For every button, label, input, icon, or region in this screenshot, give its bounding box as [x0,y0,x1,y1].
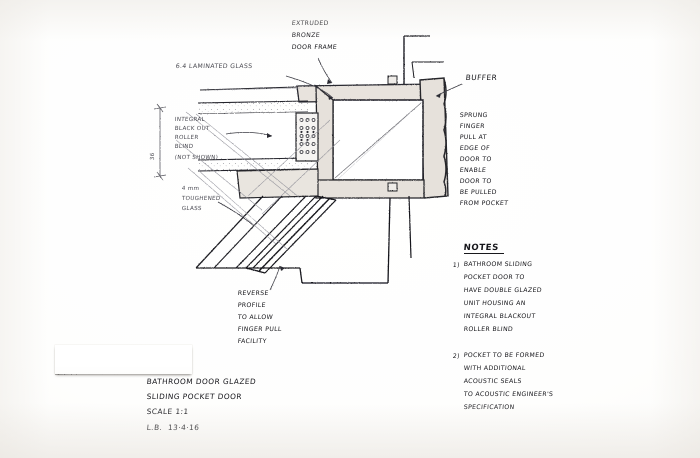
label-blind-line2: BLACK OUT [174,126,210,132]
label-finger-pull-line3: PULL AT [459,134,488,141]
dimension-line [153,103,167,181]
note-2-line-1: POCKET TO BE FORMED [463,352,545,359]
pocket-void [332,99,424,181]
note-2-line-2: WITH ADDITIONAL [463,365,526,372]
notes-heading: NOTES [463,243,500,253]
label-door-frame-line1: EXTRUDED [291,20,329,27]
note-2-marker: 2) [452,353,461,360]
label-door-frame-line2: BRONZE [291,32,321,39]
frame-top-return [403,35,444,84]
note-1-line-5: INTEGRAL BLACKOUT [463,313,536,320]
label-finger-pull-line4: EDGE OF [459,145,491,152]
label-reverse-profile-line4: FINGER PULL [237,326,282,333]
label-reverse-profile-line2: PROFILE [237,302,267,309]
dimension-value: 36 [150,152,156,161]
label-blind-line5: (NOT SHOWN) [174,155,219,161]
note-1-line-3: HAVE DOUBLE GLAZED [463,287,543,294]
label-finger-pull-line6: ENABLE [459,167,487,174]
sill-block [236,168,319,199]
note-1-line-1: BATHROOM SLIDING [463,261,533,268]
label-buffer: BUFFER [465,73,498,82]
label-toughened-line3: GLASS [181,206,203,212]
note-1-line-4: UNIT HOUSING AN [463,300,527,307]
drawing-linework [54,35,463,375]
label-reverse-profile-line5: FACILITY [237,338,267,345]
title-line-1: BATHROOM DOOR GLAZED [146,377,257,386]
note-2-line-3: ACOUSTIC SEALS [463,378,523,385]
label-reverse-profile-line3: TO ALLOW [237,314,274,321]
label-laminated-glass: 6.4 LAMINATED GLASS [175,63,253,70]
note-1-line-6: ROLLER BLIND [463,326,514,333]
title-line-3-scale: SCALE 1:1 [146,407,190,416]
label-blind-line3: ROLLER [174,135,199,141]
label-toughened-line1: 4 mm [181,186,200,192]
note-1-marker: 1) [452,262,461,269]
label-finger-pull-line9: FROM POCKET [459,200,509,207]
sliding-leaf-perspective [245,195,337,274]
notes-heading-underline [464,253,504,255]
label-blind-line4: BLIND [174,144,194,150]
label-toughened-line2: TOUGHENED [181,196,221,202]
label-finger-pull-line7: DOOR TO [459,178,492,185]
paper-strip-overlay [55,345,192,374]
label-finger-pull-line1: SPRUNG [459,112,489,119]
note-1-line-2: POCKET DOOR TO [463,274,525,281]
label-blind-line1: INTEGRAL [174,117,206,123]
label-door-frame-line3: DOOR FRAME [291,44,338,51]
note-2-line-4: TO ACOUSTIC ENGINEER'S [463,391,554,398]
label-finger-pull-line2: FINGER [459,123,486,130]
label-reverse-profile-line1: REVERSE [237,290,269,297]
label-finger-pull-line5: DOOR TO [459,156,492,163]
label-finger-pull-line8: BE PULLED [459,189,498,196]
title-line-4-author-date: L.B. 13·4·16 [146,423,200,432]
title-line-2: SLIDING POCKET DOOR [146,392,243,401]
note-2-line-5: SPECIFICATION [463,404,515,411]
glazing-spacer-bar [295,112,319,162]
